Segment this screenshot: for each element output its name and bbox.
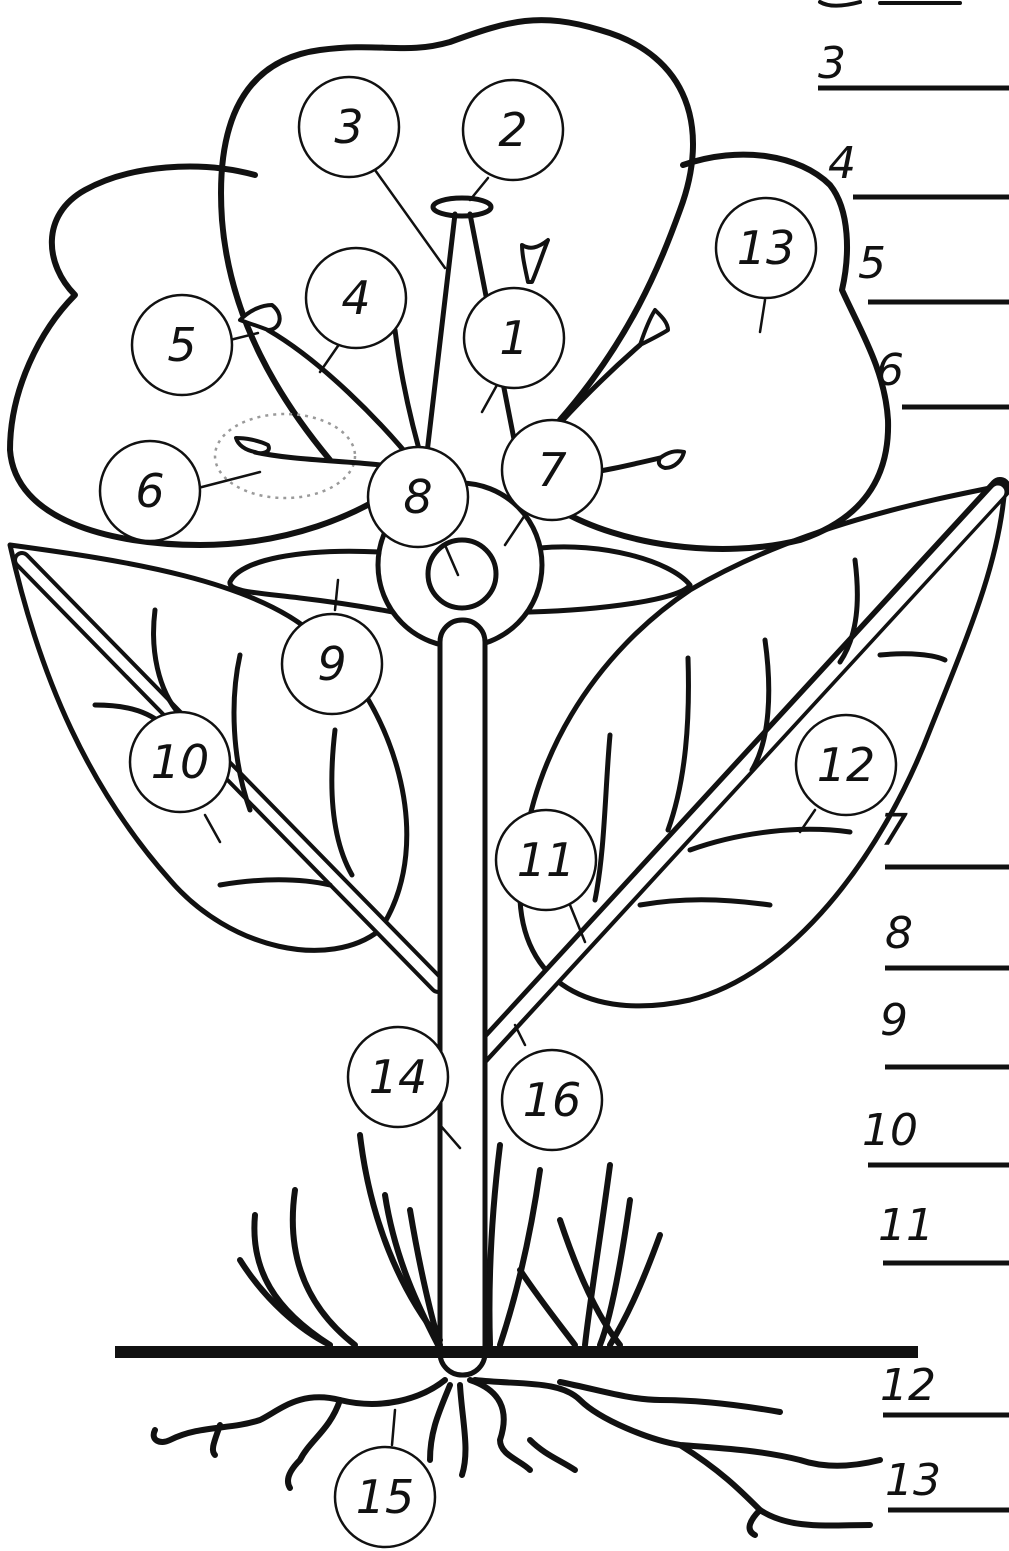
callout-label: 3 xyxy=(334,100,363,154)
answer-11[interactable]: 11 xyxy=(878,1200,1009,1263)
answer-number: 7 xyxy=(880,805,908,856)
callout-label: 2 xyxy=(498,103,527,157)
answer-3[interactable]: 3 xyxy=(818,38,1009,89)
answer-number: 12 xyxy=(880,1360,936,1411)
answer-5[interactable]: 5 xyxy=(858,238,1009,302)
stamens xyxy=(236,240,684,478)
callout-label: 10 xyxy=(151,735,210,789)
callout-6: 6 xyxy=(100,441,200,541)
answer-number: 13 xyxy=(885,1455,941,1506)
answer-number: 11 xyxy=(878,1200,934,1251)
answer-4[interactable]: 4 xyxy=(828,138,1009,197)
callout-label: 6 xyxy=(135,464,164,518)
callout-16: 16 xyxy=(502,1050,602,1150)
callout-label: 1 xyxy=(499,311,528,365)
anther-5 xyxy=(522,240,548,282)
callout-8: 8 xyxy=(368,447,468,547)
answer-12[interactable]: 12 xyxy=(880,1360,1009,1415)
callout-label: 14 xyxy=(369,1050,428,1104)
callout-label: 5 xyxy=(167,318,196,372)
stem xyxy=(440,620,485,1375)
answer-number: 9 xyxy=(880,995,908,1046)
callout-label: 11 xyxy=(517,833,576,887)
callout-2: 2 xyxy=(463,80,563,180)
callout-12: 12 xyxy=(796,715,896,815)
callout-label: 12 xyxy=(817,738,876,792)
anther-2 xyxy=(236,438,269,453)
callout-3: 3 xyxy=(299,77,399,177)
pointer-3 xyxy=(375,170,445,268)
callout-label: 7 xyxy=(537,443,566,497)
pointer-15 xyxy=(392,1410,395,1445)
callout-15: 15 xyxy=(335,1447,435,1547)
callout-9: 9 xyxy=(282,614,382,714)
answer-10[interactable]: 10 xyxy=(862,1105,1009,1165)
pointer-6 xyxy=(198,472,260,488)
answer-7[interactable]: 7 xyxy=(880,805,1009,867)
pointer-13 xyxy=(760,300,765,332)
pointer-2 xyxy=(470,178,488,200)
cropped-answer-top xyxy=(820,2,960,6)
ovary xyxy=(428,540,496,608)
callout-label: 9 xyxy=(317,637,346,691)
answer-6[interactable]: 6 xyxy=(876,345,1009,407)
callout-5: 5 xyxy=(132,295,232,395)
callout-7: 7 xyxy=(502,420,602,520)
callout-label: 15 xyxy=(356,1470,415,1524)
answer-number: 8 xyxy=(885,908,913,959)
answer-13[interactable]: 13 xyxy=(885,1455,1009,1510)
answer-number: 3 xyxy=(818,38,846,89)
callout-1: 1 xyxy=(464,288,564,388)
top-petal xyxy=(221,20,693,460)
anther-3 xyxy=(640,310,668,345)
answer-number: 6 xyxy=(876,345,904,396)
roots xyxy=(154,1380,880,1535)
answer-8[interactable]: 8 xyxy=(885,908,1009,968)
answer-number: 5 xyxy=(858,238,886,289)
callout-label: 16 xyxy=(523,1073,582,1127)
answer-number: 4 xyxy=(828,138,856,189)
pointer-9 xyxy=(335,580,338,610)
callout-11: 11 xyxy=(496,810,596,910)
anther-4 xyxy=(659,451,684,468)
pointer-4 xyxy=(320,343,340,372)
callout-13: 13 xyxy=(716,198,816,298)
answer-9[interactable]: 9 xyxy=(880,995,1009,1067)
callout-10: 10 xyxy=(130,712,230,812)
callout-label: 4 xyxy=(341,271,370,325)
callout-label: 8 xyxy=(403,470,432,524)
callout-14: 14 xyxy=(348,1027,448,1127)
pointer-1 xyxy=(482,385,497,412)
pointer-10 xyxy=(205,815,220,842)
answer-number: 10 xyxy=(862,1105,918,1156)
stigma xyxy=(433,198,491,216)
callout-4: 4 xyxy=(306,248,406,348)
callouts: 1 2 3 4 5 6 7 8 xyxy=(100,77,896,1547)
style-left xyxy=(425,214,455,470)
pointer-16 xyxy=(515,1025,525,1045)
callout-label: 13 xyxy=(737,221,796,275)
